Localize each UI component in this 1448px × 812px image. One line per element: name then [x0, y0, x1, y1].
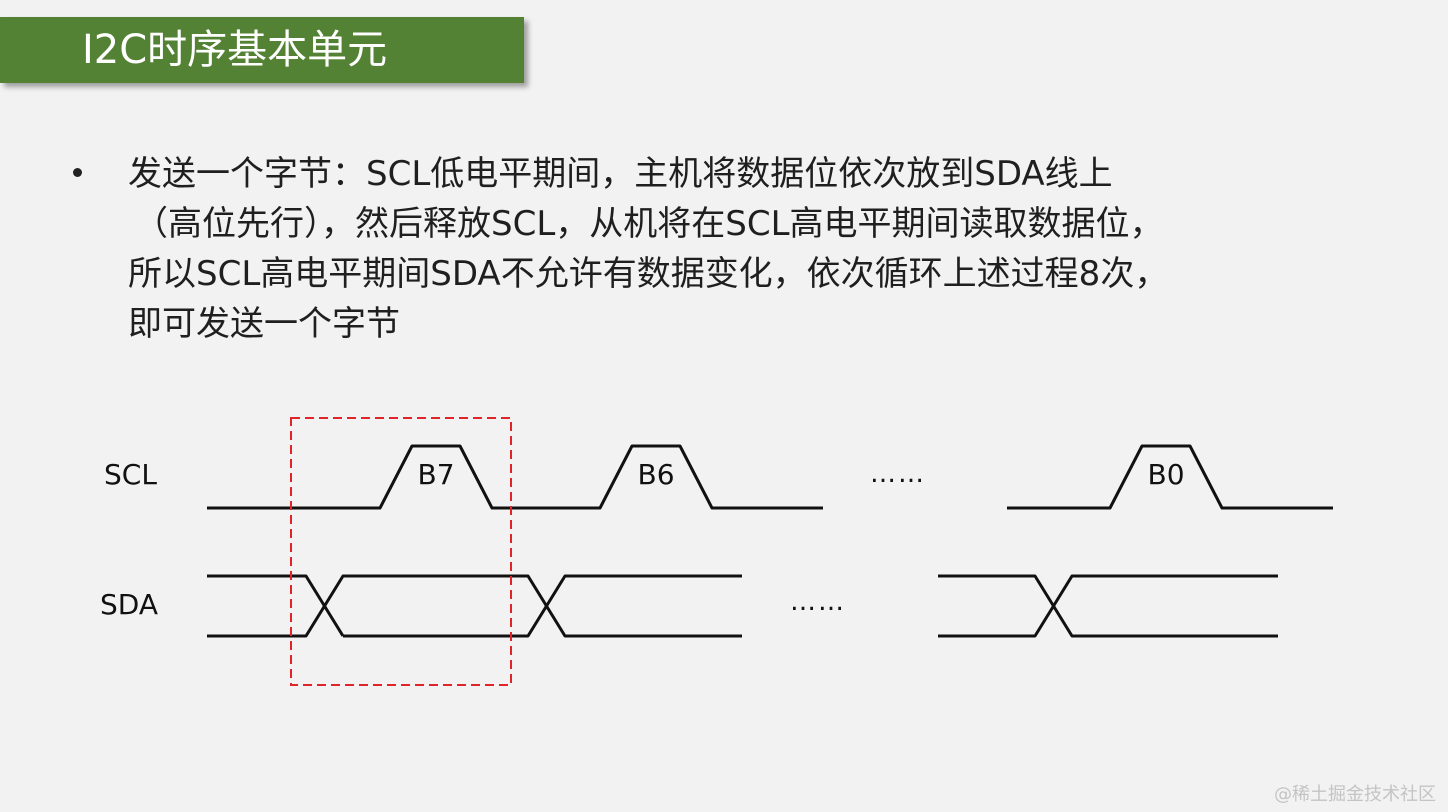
- bullet-line-4: 即可发送一个字节: [128, 304, 400, 344]
- sda-ellipsis: ……: [790, 587, 846, 617]
- sda-waveform-bottom-1: [207, 574, 742, 638]
- sda-label: SDA: [100, 588, 158, 621]
- bullet-paragraph: 发送一个字节：SCL低电平期间，主机将数据位依次放到SDA线上 （高位先行），然…: [128, 149, 1390, 349]
- sda-waveform-bottom-2: [938, 574, 1278, 638]
- sda-waveform-mid-1: [343, 574, 742, 638]
- bullet-line-1: 发送一个字节：SCL低电平期间，主机将数据位依次放到SDA线上: [128, 154, 1113, 194]
- watermark: @稀土掘金技术社区: [1274, 784, 1436, 805]
- scl-waveform-segment-1: [207, 444, 823, 510]
- scl-ellipsis: ……: [870, 459, 926, 489]
- highlight-box: [290, 417, 512, 686]
- bullet-dot: [73, 168, 82, 177]
- slide-title: I2C时序基本单元: [82, 27, 388, 73]
- bit-label-b6: B6: [637, 458, 674, 491]
- scl-label: SCL: [104, 458, 157, 491]
- sda-waveform-top-1: [207, 574, 345, 637]
- sda-waveform-top-2: [938, 574, 1278, 638]
- bullet-line-3: 所以SCL高电平期间SDA不允许有数据变化，依次循环上述过程8次，: [128, 254, 1169, 294]
- title-banner: [0, 17, 524, 83]
- bullet-line-2: （高位先行），然后释放SCL，从机将在SCL高电平期间读取数据位，: [134, 204, 1164, 244]
- scl-waveform-segment-2: [1007, 444, 1333, 510]
- bit-label-b0: B0: [1147, 458, 1184, 491]
- bit-label-b7: B7: [417, 458, 454, 491]
